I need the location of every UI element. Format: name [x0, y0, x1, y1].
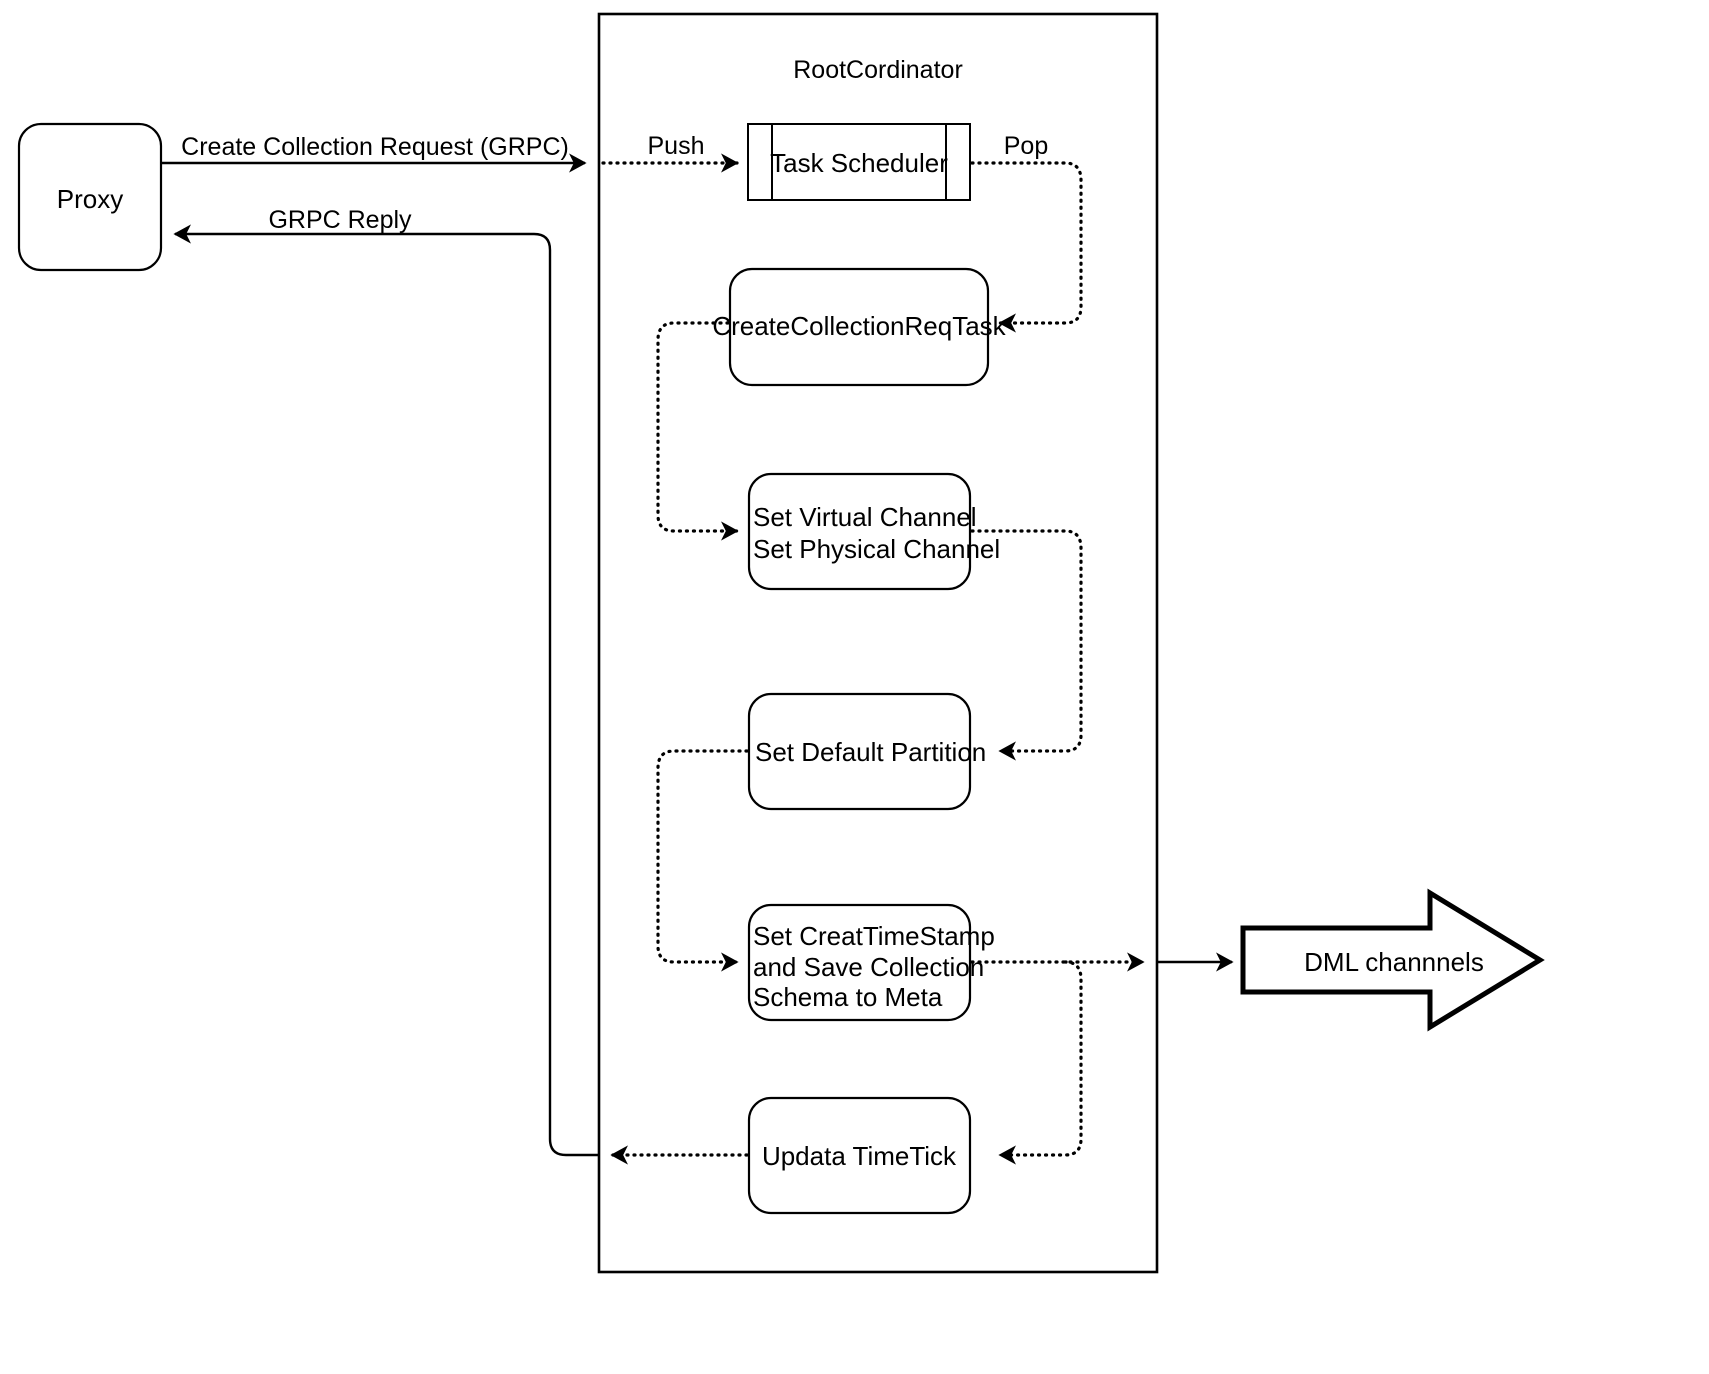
set-timestamp-node[interactable] [747, 903, 972, 1022]
create-collection-req-task-node[interactable] [728, 267, 990, 387]
create-collection-req-task-label: CreateCollectionReqTask [712, 311, 1006, 341]
proxy-node[interactable] [17, 122, 163, 272]
set-default-partition-label: Set Default Partition [755, 737, 986, 767]
task-scheduler-label: Task Scheduler [770, 148, 948, 178]
set-channels-node[interactable] [747, 472, 972, 591]
set-timestamp-label-line2: and Save Collection [753, 952, 984, 982]
edge-label-push: Push [648, 132, 705, 160]
set-default-partition-node[interactable] [747, 692, 972, 811]
edge-pop [970, 161, 1083, 333]
set-channels-label-line2: Set Physical Channel [753, 534, 1000, 564]
rootcordinator-label: RootCordinator [793, 56, 963, 84]
edge-label-create-collection-request: Create Collection Request (GRPC) [181, 133, 569, 161]
task-scheduler-node[interactable] [747, 123, 971, 201]
dml-channels-label: DML channnels [1304, 947, 1484, 977]
rootcordinator-container [597, 12, 1159, 1274]
proxy-label: Proxy [57, 184, 123, 214]
edge-task-to-channels [656, 321, 739, 541]
edge-partition-to-timestamp [656, 749, 749, 972]
edge-label-pop: Pop [1004, 132, 1048, 160]
edge-grpc-reply [173, 224, 600, 1157]
edge-label-grpc-reply: GRPC Reply [268, 206, 412, 234]
update-timetick-label: Updata TimeTick [762, 1141, 957, 1171]
edge-timestamp-to-timetick [998, 960, 1083, 1165]
edge-channels-to-partition [970, 529, 1083, 761]
set-channels-label-line1: Set Virtual Channel [753, 502, 977, 532]
update-timetick-node[interactable] [747, 1096, 972, 1215]
dml-channels-arrow[interactable] [1240, 888, 1545, 1032]
set-timestamp-label-line3: Schema to Meta [753, 982, 943, 1012]
set-timestamp-label-line1: Set CreatTimeStamp [753, 921, 995, 951]
